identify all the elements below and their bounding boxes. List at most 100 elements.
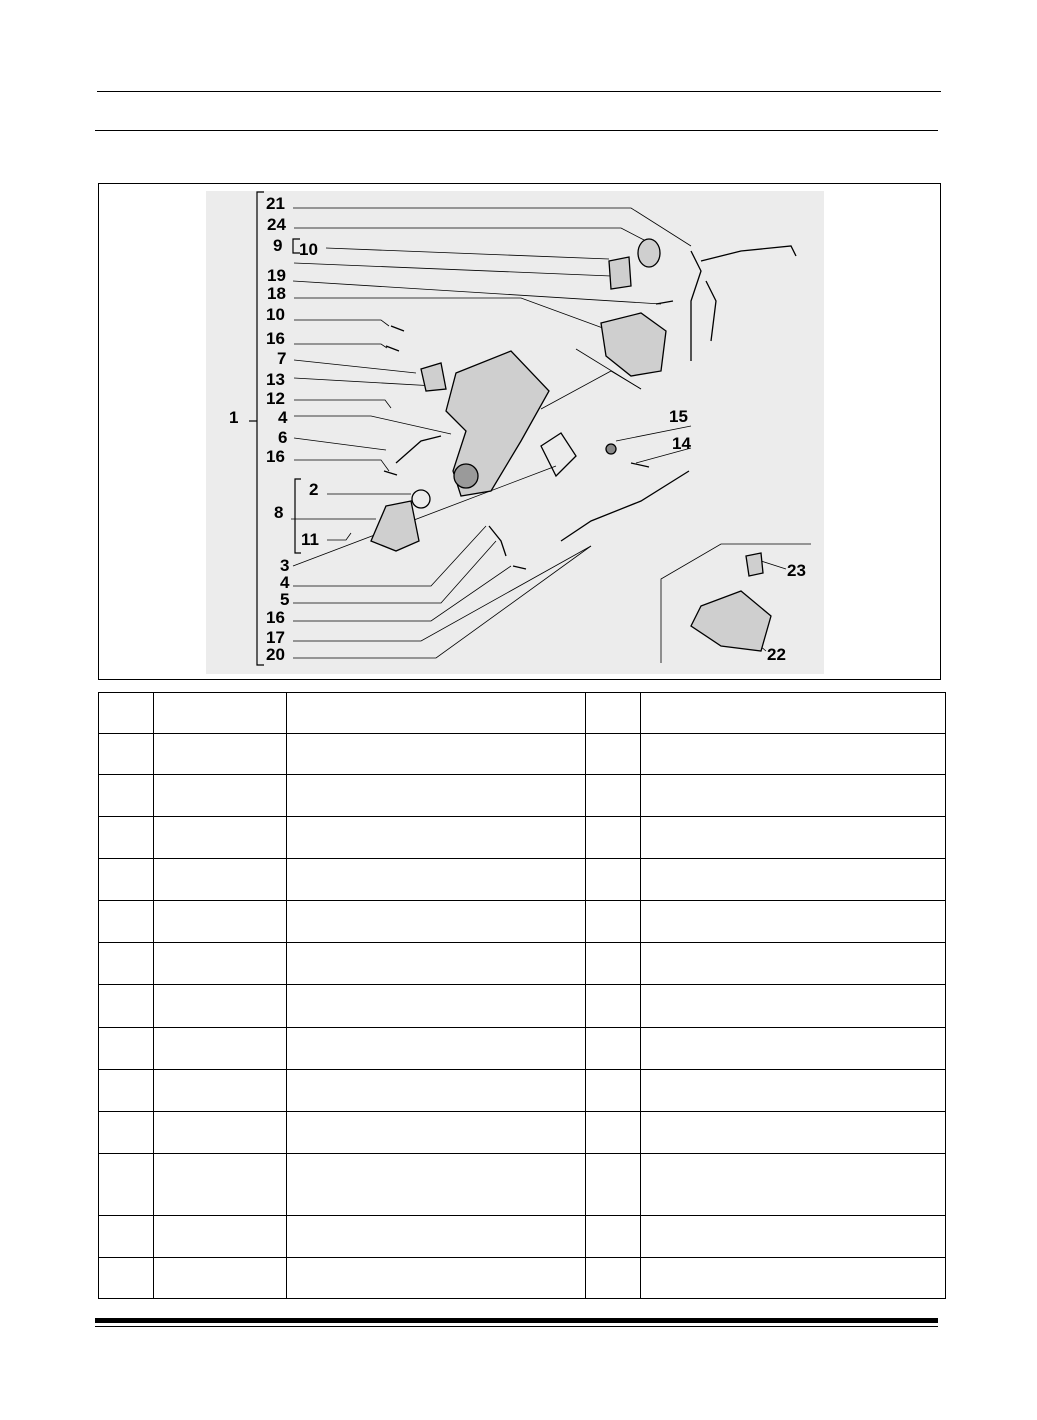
table-cell bbox=[98, 774, 154, 818]
table-cell bbox=[640, 1110, 946, 1154]
table-cell bbox=[98, 858, 154, 902]
table-cell bbox=[286, 1110, 586, 1154]
callout-10: 10 bbox=[299, 240, 318, 259]
table-cell bbox=[98, 942, 154, 986]
table-cell bbox=[98, 900, 154, 944]
table-row bbox=[98, 1068, 946, 1112]
callout-16: 16 bbox=[266, 608, 285, 627]
header-rule-bottom bbox=[95, 130, 938, 131]
callout-23: 23 bbox=[787, 561, 806, 580]
table-cell bbox=[640, 1026, 946, 1070]
table-cell bbox=[585, 774, 641, 818]
callout-6: 6 bbox=[278, 428, 287, 447]
table-cell bbox=[153, 691, 287, 735]
parts-table bbox=[98, 691, 946, 1300]
callout-13: 13 bbox=[266, 370, 285, 389]
exploded-parts-diagram: 21 24 9 10 19 18 10 16 7 13 12 4 6 16 2 … bbox=[206, 191, 824, 674]
callout-7: 7 bbox=[277, 349, 286, 368]
table-cell bbox=[153, 900, 287, 944]
table-cell bbox=[585, 984, 641, 1028]
callout-3: 3 bbox=[280, 556, 289, 575]
table-cell bbox=[286, 900, 586, 944]
table-cell bbox=[640, 774, 946, 818]
callout-17: 17 bbox=[266, 628, 285, 647]
diagram-frame: 21 24 9 10 19 18 10 16 7 13 12 4 6 16 2 … bbox=[98, 183, 941, 680]
table-cell bbox=[640, 733, 946, 776]
callout-4: 4 bbox=[280, 573, 290, 592]
table-row bbox=[98, 1152, 946, 1216]
table-cell bbox=[286, 691, 586, 735]
pressure-sensor bbox=[637, 238, 661, 268]
table-row bbox=[98, 1214, 946, 1258]
table-cell bbox=[286, 858, 586, 902]
table-cell bbox=[98, 984, 154, 1028]
gasket-plate bbox=[540, 432, 577, 478]
table-cell bbox=[153, 984, 287, 1028]
table-cell bbox=[286, 1026, 586, 1070]
bolt-23 bbox=[745, 552, 764, 577]
callout-16: 16 bbox=[266, 447, 285, 466]
thermostat-housing bbox=[420, 362, 447, 392]
table-cell bbox=[286, 1256, 586, 1300]
intake-manifold-body bbox=[445, 350, 550, 497]
table-cell bbox=[98, 1152, 154, 1216]
callout-2: 2 bbox=[309, 480, 318, 499]
table-row bbox=[98, 816, 946, 860]
table-cell bbox=[98, 1026, 154, 1070]
table-cell bbox=[585, 1110, 641, 1154]
callout-12: 12 bbox=[266, 389, 285, 408]
table-cell bbox=[153, 858, 287, 902]
table-row bbox=[98, 942, 946, 986]
table-row bbox=[98, 733, 946, 776]
callout-16: 16 bbox=[266, 329, 285, 348]
table-row bbox=[98, 1026, 946, 1070]
callout-10: 10 bbox=[266, 305, 285, 324]
table-cell bbox=[98, 691, 154, 735]
throttle-body bbox=[370, 500, 420, 552]
callout-numbers: 21 24 9 10 19 18 10 16 7 13 12 4 6 16 2 … bbox=[229, 194, 806, 664]
footer-rule-thick bbox=[95, 1318, 938, 1323]
callout-9: 9 bbox=[273, 236, 282, 255]
table-row bbox=[98, 984, 946, 1028]
callout-11: 11 bbox=[301, 530, 319, 549]
table-row bbox=[98, 774, 946, 818]
pipe-5 bbox=[488, 525, 507, 557]
table-cell bbox=[153, 774, 287, 818]
table-cell bbox=[153, 1152, 287, 1216]
table-cell bbox=[286, 984, 586, 1028]
callout-14: 14 bbox=[672, 434, 691, 453]
table-cell bbox=[640, 691, 946, 735]
bolts bbox=[383, 300, 674, 570]
table-cell bbox=[153, 1110, 287, 1154]
table-row bbox=[98, 691, 946, 735]
table-cell bbox=[640, 942, 946, 986]
table-cell bbox=[153, 1068, 287, 1112]
table-cell bbox=[98, 1068, 154, 1112]
table-cell bbox=[640, 816, 946, 860]
table-cell bbox=[585, 733, 641, 776]
callout-22: 22 bbox=[767, 645, 786, 664]
table-row bbox=[98, 858, 946, 902]
table-cell bbox=[153, 1256, 287, 1300]
table-row bbox=[98, 900, 946, 944]
table-cell bbox=[153, 1214, 287, 1258]
dipstick-tube bbox=[560, 470, 690, 542]
table-cell bbox=[640, 1256, 946, 1300]
table-cell bbox=[98, 1214, 154, 1258]
table-cell bbox=[585, 1214, 641, 1258]
callout-1: 1 bbox=[229, 408, 238, 427]
table-cell bbox=[585, 1256, 641, 1300]
coolant-pipe bbox=[395, 435, 442, 464]
solenoid-valve bbox=[608, 256, 632, 290]
table-cell bbox=[585, 1152, 641, 1216]
table-cell bbox=[640, 1214, 946, 1258]
table-cell bbox=[286, 1152, 586, 1216]
parts-table-body bbox=[98, 691, 946, 1300]
callout-4: 4 bbox=[278, 408, 288, 427]
table-cell bbox=[585, 1068, 641, 1112]
table-cell bbox=[585, 900, 641, 944]
egr-valve bbox=[600, 312, 667, 377]
table-cell bbox=[640, 858, 946, 902]
table-cell bbox=[286, 942, 586, 986]
header-rule-top bbox=[97, 91, 941, 92]
